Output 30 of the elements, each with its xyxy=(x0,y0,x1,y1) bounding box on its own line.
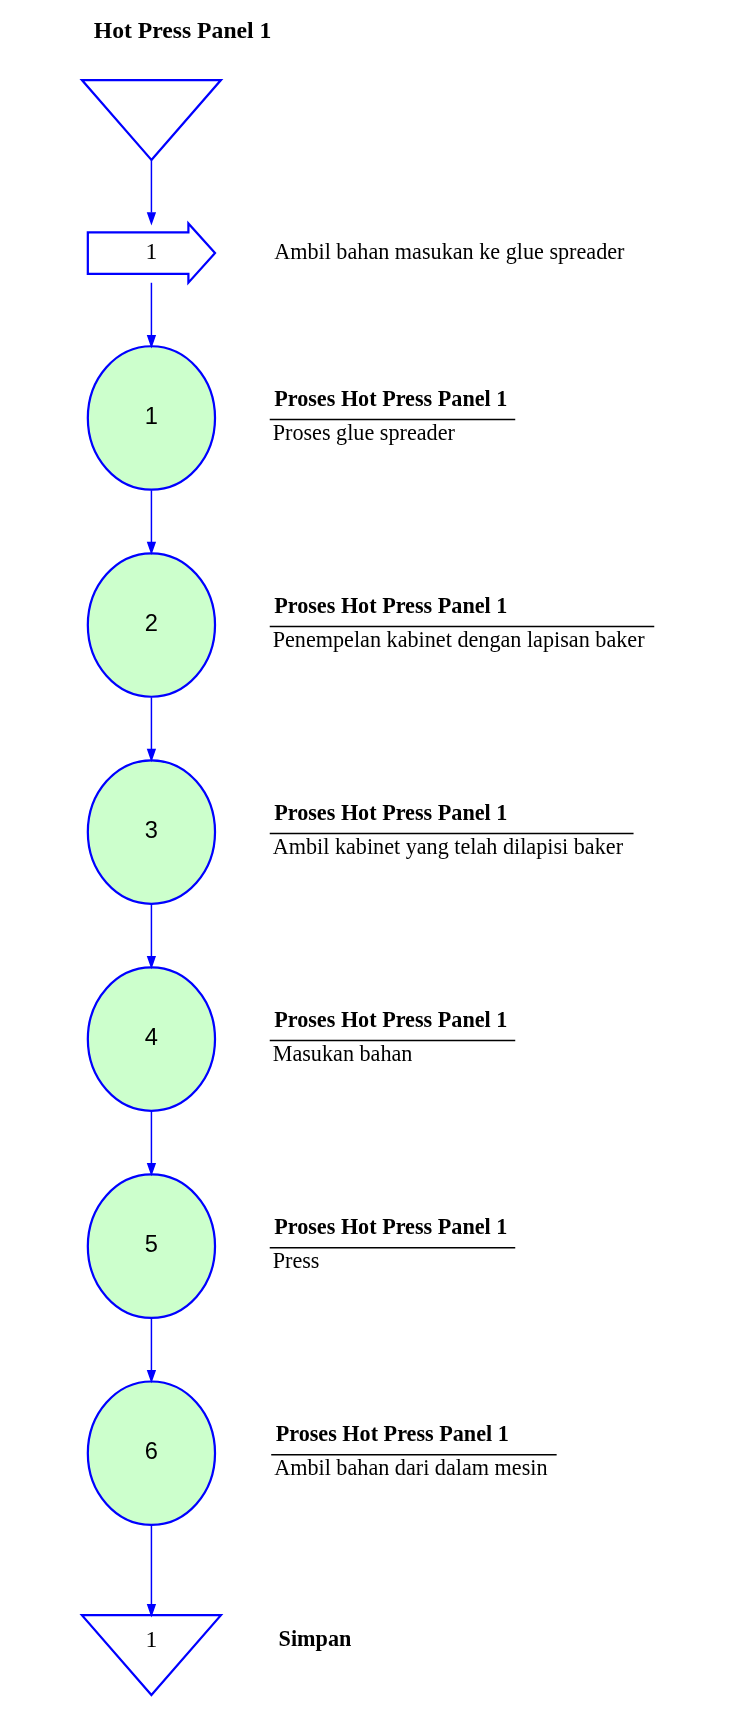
node-ellipse: 3 xyxy=(86,759,217,905)
arrow xyxy=(146,159,157,226)
node-label: Proses Hot Press Panel 1 xyxy=(274,1214,508,1240)
node-label: Proses Hot Press Panel 1 xyxy=(274,800,508,826)
arrow xyxy=(146,1317,157,1384)
diagram-title: Hot Press Panel 1 xyxy=(93,17,272,44)
node-ellipse: 1 xyxy=(86,345,217,491)
node-ellipse: 2 xyxy=(86,552,217,698)
node-label: Ambil kabinet yang telah dilapisi baker xyxy=(272,834,624,860)
node-label: Proses Hot Press Panel 1 xyxy=(274,386,508,412)
node-label: Penempelan kabinet dengan lapisan baker xyxy=(272,627,645,653)
node-label: Proses glue spreader xyxy=(272,420,455,446)
node-label: Proses Hot Press Panel 1 xyxy=(275,1421,509,1447)
node-label: Ambil bahan dari dalam mesin xyxy=(274,1455,548,1481)
node-label: Simpan xyxy=(278,1626,352,1652)
arrow xyxy=(146,1110,157,1177)
node-label: Proses Hot Press Panel 1 xyxy=(274,1007,508,1033)
node-label: Ambil bahan masukan ke glue spreader xyxy=(274,239,625,264)
arrow xyxy=(146,489,157,556)
arrow xyxy=(146,282,157,349)
node-label: Proses Hot Press Panel 1 xyxy=(274,593,508,619)
arrow xyxy=(146,696,157,763)
node-ellipse: 5 xyxy=(86,1173,217,1319)
node-triangle xyxy=(79,78,224,162)
node-label: Press xyxy=(272,1248,320,1274)
arrow xyxy=(146,903,157,970)
node-ellipse: 6 xyxy=(86,1380,217,1527)
node-ellipse: 4 xyxy=(86,966,217,1112)
arrow xyxy=(146,1524,157,1618)
node-label: Masukan bahan xyxy=(272,1041,413,1067)
